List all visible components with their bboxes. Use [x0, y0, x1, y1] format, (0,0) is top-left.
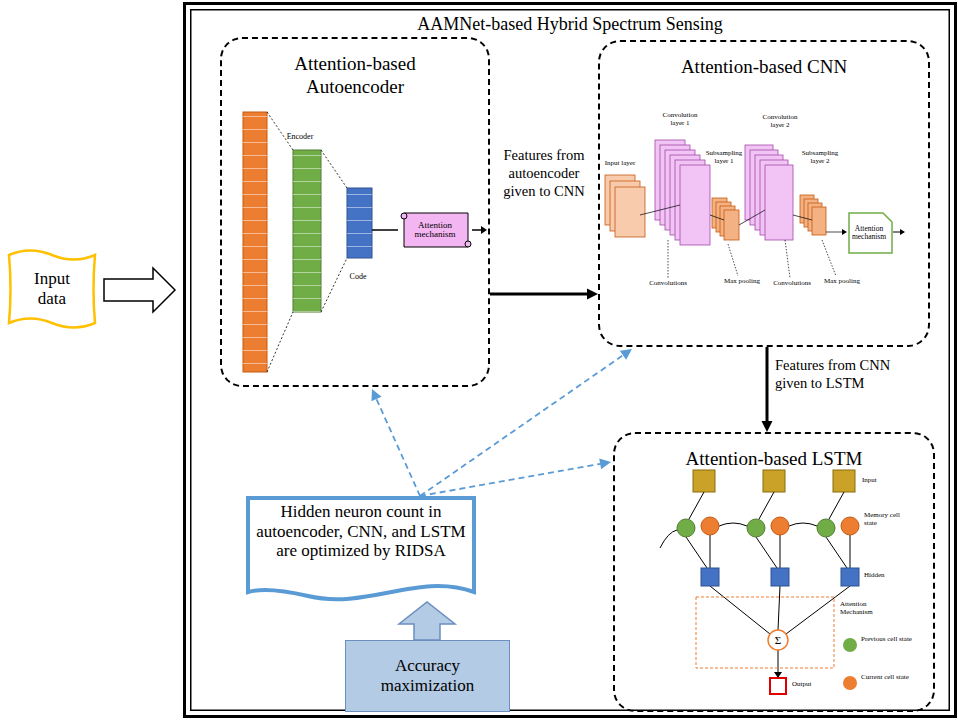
connector — [420, 459, 611, 496]
arrow-head — [620, 349, 632, 360]
connector — [762, 347, 773, 432]
module-box: Attention-based AutoencoderAttention mec… — [220, 37, 490, 387]
figure-label: Σ — [775, 634, 781, 646]
module-title: Attention-based CNN — [614, 56, 914, 79]
module-title: Attention-based LSTM — [624, 448, 924, 471]
attention-label: Attention mechanism — [850, 225, 888, 241]
legend-swatch — [843, 638, 857, 652]
figure-label: Input — [862, 477, 877, 485]
lstm-figure — [660, 470, 859, 694]
edge-label: Features from CNN given to LSTM — [775, 356, 895, 392]
optimizer-document: Hidden neuron count in autoencoder, CNN,… — [246, 496, 476, 608]
attention-doc: Attention mechanism — [848, 212, 893, 254]
figure-label: Encoder — [287, 133, 314, 142]
autoencoder-figure — [243, 112, 487, 372]
objective-box: Accuracy maximization — [345, 640, 510, 712]
connector — [490, 289, 598, 300]
connector — [104, 268, 175, 312]
connector-line — [420, 354, 625, 496]
connector — [420, 349, 632, 496]
connector-line — [766, 347, 769, 423]
figure-label: Convolutions — [773, 280, 811, 288]
connector — [371, 389, 420, 496]
figure-label: Code — [350, 273, 367, 282]
figure-label: Memory cell state — [864, 512, 909, 527]
figure-label: Input layer — [605, 160, 636, 168]
edge-label: Features from autoencoder given to CNN — [492, 146, 596, 200]
module-box: Attention-based LSTM — [613, 432, 935, 712]
figure-label: Convolution layer 1 — [658, 112, 703, 127]
objective-text: Accuracy maximization — [365, 656, 490, 697]
arrow-head — [762, 421, 773, 432]
module-box: Attention-based CNN Attention mechanism — [598, 40, 930, 347]
block-arrow — [104, 268, 175, 312]
figure-label: Hidden — [864, 572, 885, 580]
module-title: Attention-based Autoencoder — [255, 53, 455, 99]
connector-line — [490, 293, 589, 296]
connector-line — [376, 397, 420, 496]
figure-label: Subsampling layer 1 — [702, 150, 747, 165]
connector — [399, 602, 455, 640]
arrow-head — [587, 289, 598, 300]
legend-text: Current cell state — [861, 674, 909, 682]
frame-title: AAMNet-based Hybrid Spectrum Sensing — [186, 14, 954, 36]
arrow-head — [599, 459, 611, 470]
block-arrow — [399, 602, 455, 640]
figure-label: Max pooling — [824, 278, 860, 286]
figure-label: Convolutions — [649, 280, 687, 288]
input-label: Input data — [26, 269, 78, 310]
figure-label: Convolution layer 2 — [758, 114, 803, 129]
legend-text: Previous cell state — [861, 636, 912, 644]
connector-line — [420, 464, 602, 496]
optimizer-text: Hidden neuron count in autoencoder, CNN,… — [256, 502, 466, 561]
legend-swatch — [843, 676, 857, 690]
attention-label: Attention mechanism — [405, 221, 465, 240]
arrow-head — [371, 389, 381, 401]
cnn-figure — [605, 140, 905, 278]
figure-label: Attention Mechanism — [840, 601, 892, 616]
figure-label: Output — [792, 681, 811, 689]
attention-scroll: Attention mechanism — [398, 208, 472, 252]
input-document: Input data — [6, 247, 98, 331]
figure-label: Subsampling layer 2 — [798, 150, 843, 165]
figure-label: Max pooling — [724, 278, 760, 286]
